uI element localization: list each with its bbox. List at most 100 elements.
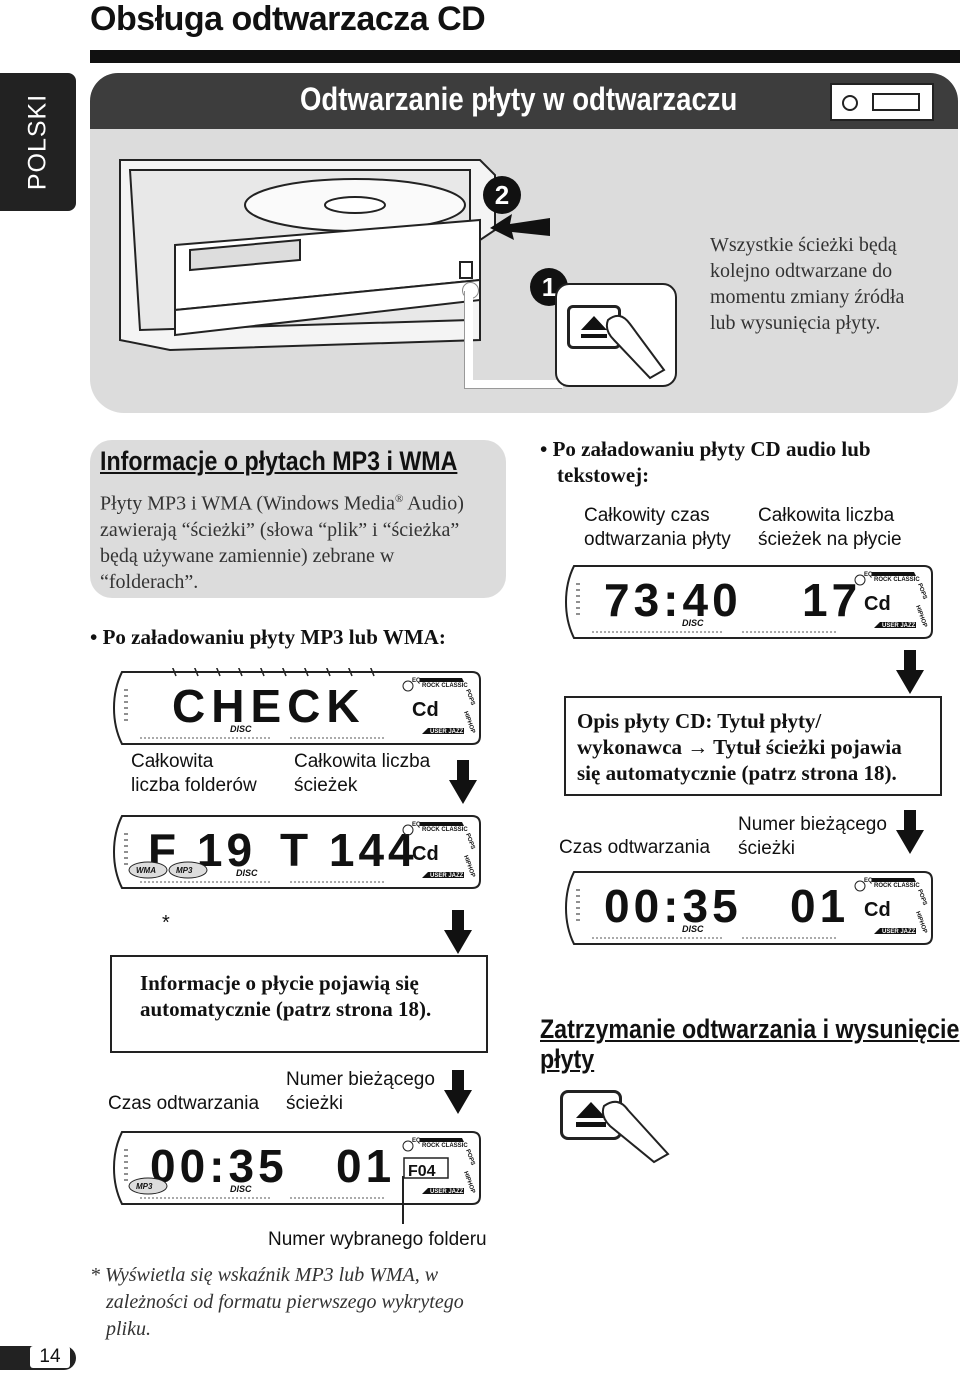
lcd-track-text: 01 [790,880,849,932]
note-line: kolejno odtwarzane do [710,260,893,282]
footnote: * Wyświetla się wskaźnik MP3 lub WMA, w … [90,1264,464,1340]
lcd-main-text: CHECK [172,680,366,732]
lcd-mode-text: Cd [864,593,891,615]
step-2-badge: 2 [483,176,521,214]
playback-note: Wszystkie ścieżki będą kolejno odtwarzan… [710,232,904,336]
title-rule [90,50,960,63]
down-arrow-icon [444,1070,472,1114]
cd-text-info: Opis płyty CD: Tytuł płyty/ wykonawca → … [577,709,902,785]
language-tab: POLSKI [0,73,76,211]
svg-text:EQ: EQ [864,572,873,578]
info-line: zawierają “ścieżki” (słowa “plik” i “ści… [100,518,460,541]
svg-text:POPS: POPS [464,689,475,707]
mp3-bullet-text: Po załadowaniu płyty MP3 lub WMA: [102,625,446,649]
lcd-main-text: 73:40 [604,574,742,626]
arrow-right-icon: → [687,735,709,759]
down-arrow-icon [449,760,477,804]
svg-text:ROCK CLASSIC: ROCK CLASSIC [874,577,920,583]
eject-icon [581,316,607,338]
svg-text:USER JAZZ: USER JAZZ [882,623,916,629]
insert-arrow-icon [490,214,550,240]
lcd-track-text: 17 [802,574,861,626]
svg-text:ROCK CLASSIC: ROCK CLASSIC [422,1143,468,1149]
connector-line [465,290,563,388]
label-selected-folder: Numer wybranego folderu [268,1229,487,1250]
label-cd-play-time: Czas odtwarzania [559,837,711,858]
mp3-bullet: • Po załadowaniu płyty MP3 lub WMA: [90,625,446,649]
section-banner: Odtwarzanie płyty w odtwarzaczu [90,73,958,129]
svg-text:EQ: EQ [412,1138,421,1144]
note-line: Wszystkie ścieżki będą [710,234,897,256]
svg-text:USER JAZZ: USER JAZZ [430,1189,464,1195]
finger-icon [605,314,666,380]
label-play-time: Czas odtwarzania [108,1093,260,1114]
disc-indicator: DISC [236,868,258,878]
disc-indicator: DISC [682,924,704,934]
registered-mark: ® [394,493,404,505]
disc-indicator: DISC [230,724,252,734]
format-badge: MP3 [136,1182,153,1191]
cd-text-info-box [564,696,942,796]
lcd-main-text: 00:35 [150,1140,288,1192]
asterisk-mark: * [162,912,170,934]
lcd-main-text: 00:35 [604,880,742,932]
down-arrow-icon [896,810,924,854]
lcd-track-text: T 144 [280,824,418,876]
svg-text:USER JAZZ: USER JAZZ [430,873,464,879]
page-title: Obsługa odtwarzacza CD [90,0,486,38]
stereo-illustration [119,159,496,370]
folder-pointer [402,1176,404,1224]
svg-text:ROCK CLASSIC: ROCK CLASSIC [422,683,468,689]
cd-slot-icon [830,83,934,121]
svg-text:ROCK CLASSIC: ROCK CLASSIC [422,827,468,833]
svg-text:POPS: POPS [916,889,927,907]
page-number: 14 [30,1346,70,1368]
info-line: Płyty MP3 i WMA (Windows Media [100,492,395,515]
down-arrow-icon [896,650,924,694]
format-badge: MP3 [176,866,193,875]
eject-icon [576,1102,606,1127]
disc-indicator: DISC [230,1184,252,1194]
svg-text:EQ: EQ [412,822,421,828]
mp3-info-box [90,440,506,598]
note-line: lub wysunięcia płyty. [710,312,881,334]
finger-icon [601,1100,670,1164]
note-line: momentu zmiany źródła [710,286,905,308]
svg-text:POPS: POPS [464,1149,475,1167]
svg-text:POPS: POPS [464,833,475,851]
mp3-info-heading: Informacje o płytach MP3 i WMA [100,446,458,476]
svg-text:USER JAZZ: USER JAZZ [882,929,916,935]
svg-text:EQ: EQ [412,678,421,684]
lcd-track-text: 01 [336,1140,395,1192]
section-title: Odtwarzanie płyty w odtwarzaczu [300,81,738,117]
svg-text:USER JAZZ: USER JAZZ [430,729,464,735]
lcd-mode-text: Cd [412,843,439,865]
lcd-mode-text: Cd [412,699,439,721]
svg-text:ROCK CLASSIC: ROCK CLASSIC [874,883,920,889]
lcd-mode-text: Cd [864,899,891,921]
language-label: POLSKI [23,93,52,191]
lcd-mode-text: F04 [408,1163,436,1180]
mp3-info-body: Płyty MP3 i WMA (Windows Media® Audio) z… [100,486,464,595]
svg-text:EQ: EQ [864,878,873,884]
mp3-disc-info-box [110,955,488,1053]
info-line-suffix: Audio) [403,492,464,515]
info-line: będą używane zamiennie) zebrane w [100,544,395,567]
down-arrow-icon [444,910,472,954]
info-line: “folderach”. [100,570,199,593]
svg-text:POPS: POPS [916,583,927,601]
